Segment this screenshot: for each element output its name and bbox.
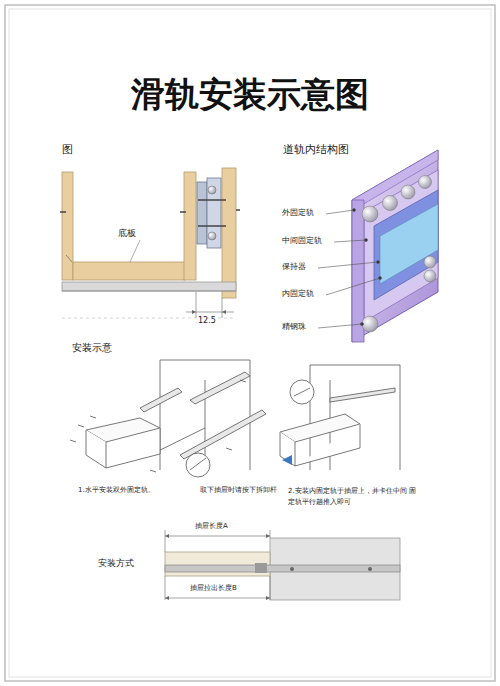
dimension: 12.5 xyxy=(198,316,216,326)
section-heading: 安装方式 xyxy=(98,558,134,569)
part-label: 底板 xyxy=(116,228,138,239)
section-heading: 安装示意 xyxy=(72,342,112,354)
part-label: 保持器 xyxy=(282,262,306,272)
step-note: 1.水平安装双外固定轨。 xyxy=(78,486,155,494)
step-note: 2.安装内固定轨于抽屉上，并卡住中间 固定轨平行趟推入即可 xyxy=(288,486,416,507)
page-title: 滑轨安装示意图 xyxy=(131,74,369,115)
part-label: 中间固定轨 xyxy=(282,236,322,246)
part-label: 精钢珠 xyxy=(282,322,306,332)
part-label: 外固定轨 xyxy=(282,208,314,218)
section-heading: 图 xyxy=(62,143,73,156)
dimension: 抽屉长度A xyxy=(193,522,230,530)
section-heading: 道轨内结构图 xyxy=(283,143,349,156)
dimension: 抽屉拉出长度B xyxy=(188,584,239,592)
step-note: 取下抽屉时请按下拆卸杆 xyxy=(200,486,277,494)
part-label: 内固定轨 xyxy=(282,289,314,299)
